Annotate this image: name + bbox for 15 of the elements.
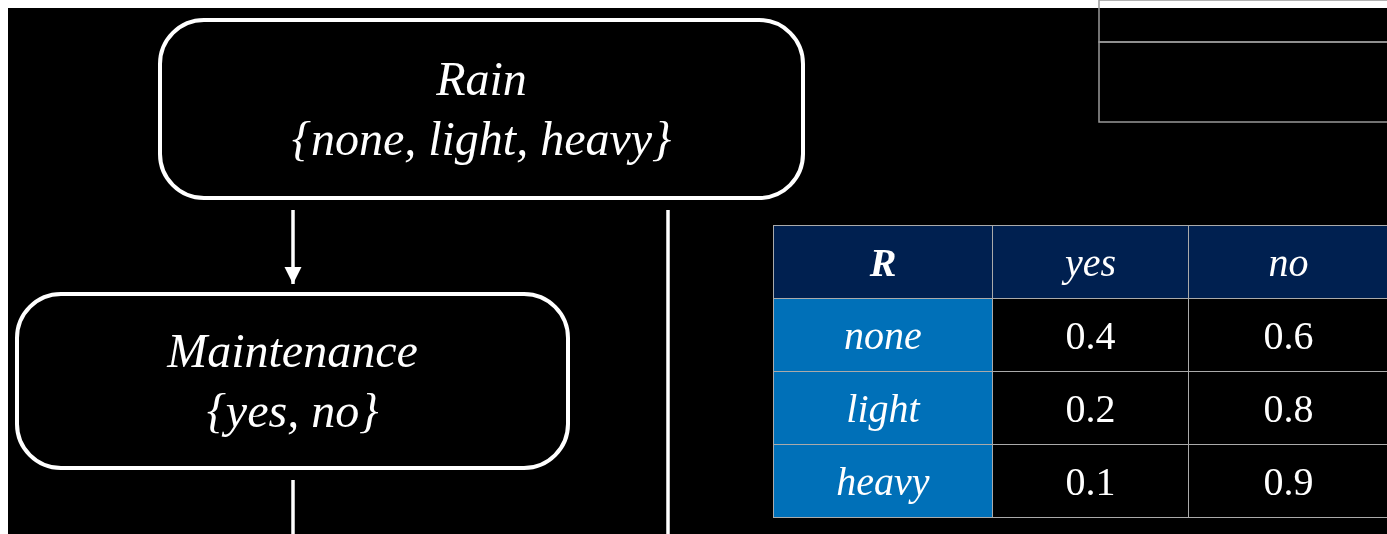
connector-line [666, 210, 670, 534]
arrow [284, 210, 302, 284]
value-set: {yes, no} [206, 383, 379, 439]
row-header-cell: heavy [773, 444, 993, 518]
row-header-cell: light [773, 371, 993, 445]
value-set: {none, light, heavy} [291, 111, 672, 167]
connector-line [291, 480, 295, 534]
variable-name: Maintenance [167, 323, 418, 379]
header-cell: R [773, 225, 993, 299]
variable-node [158, 18, 805, 200]
variable-name: Rain [436, 51, 527, 107]
header-cell: no [1188, 225, 1387, 299]
variable-node [15, 292, 570, 470]
row-header-cell: none [773, 298, 993, 372]
header-cell: yes [992, 225, 1189, 299]
